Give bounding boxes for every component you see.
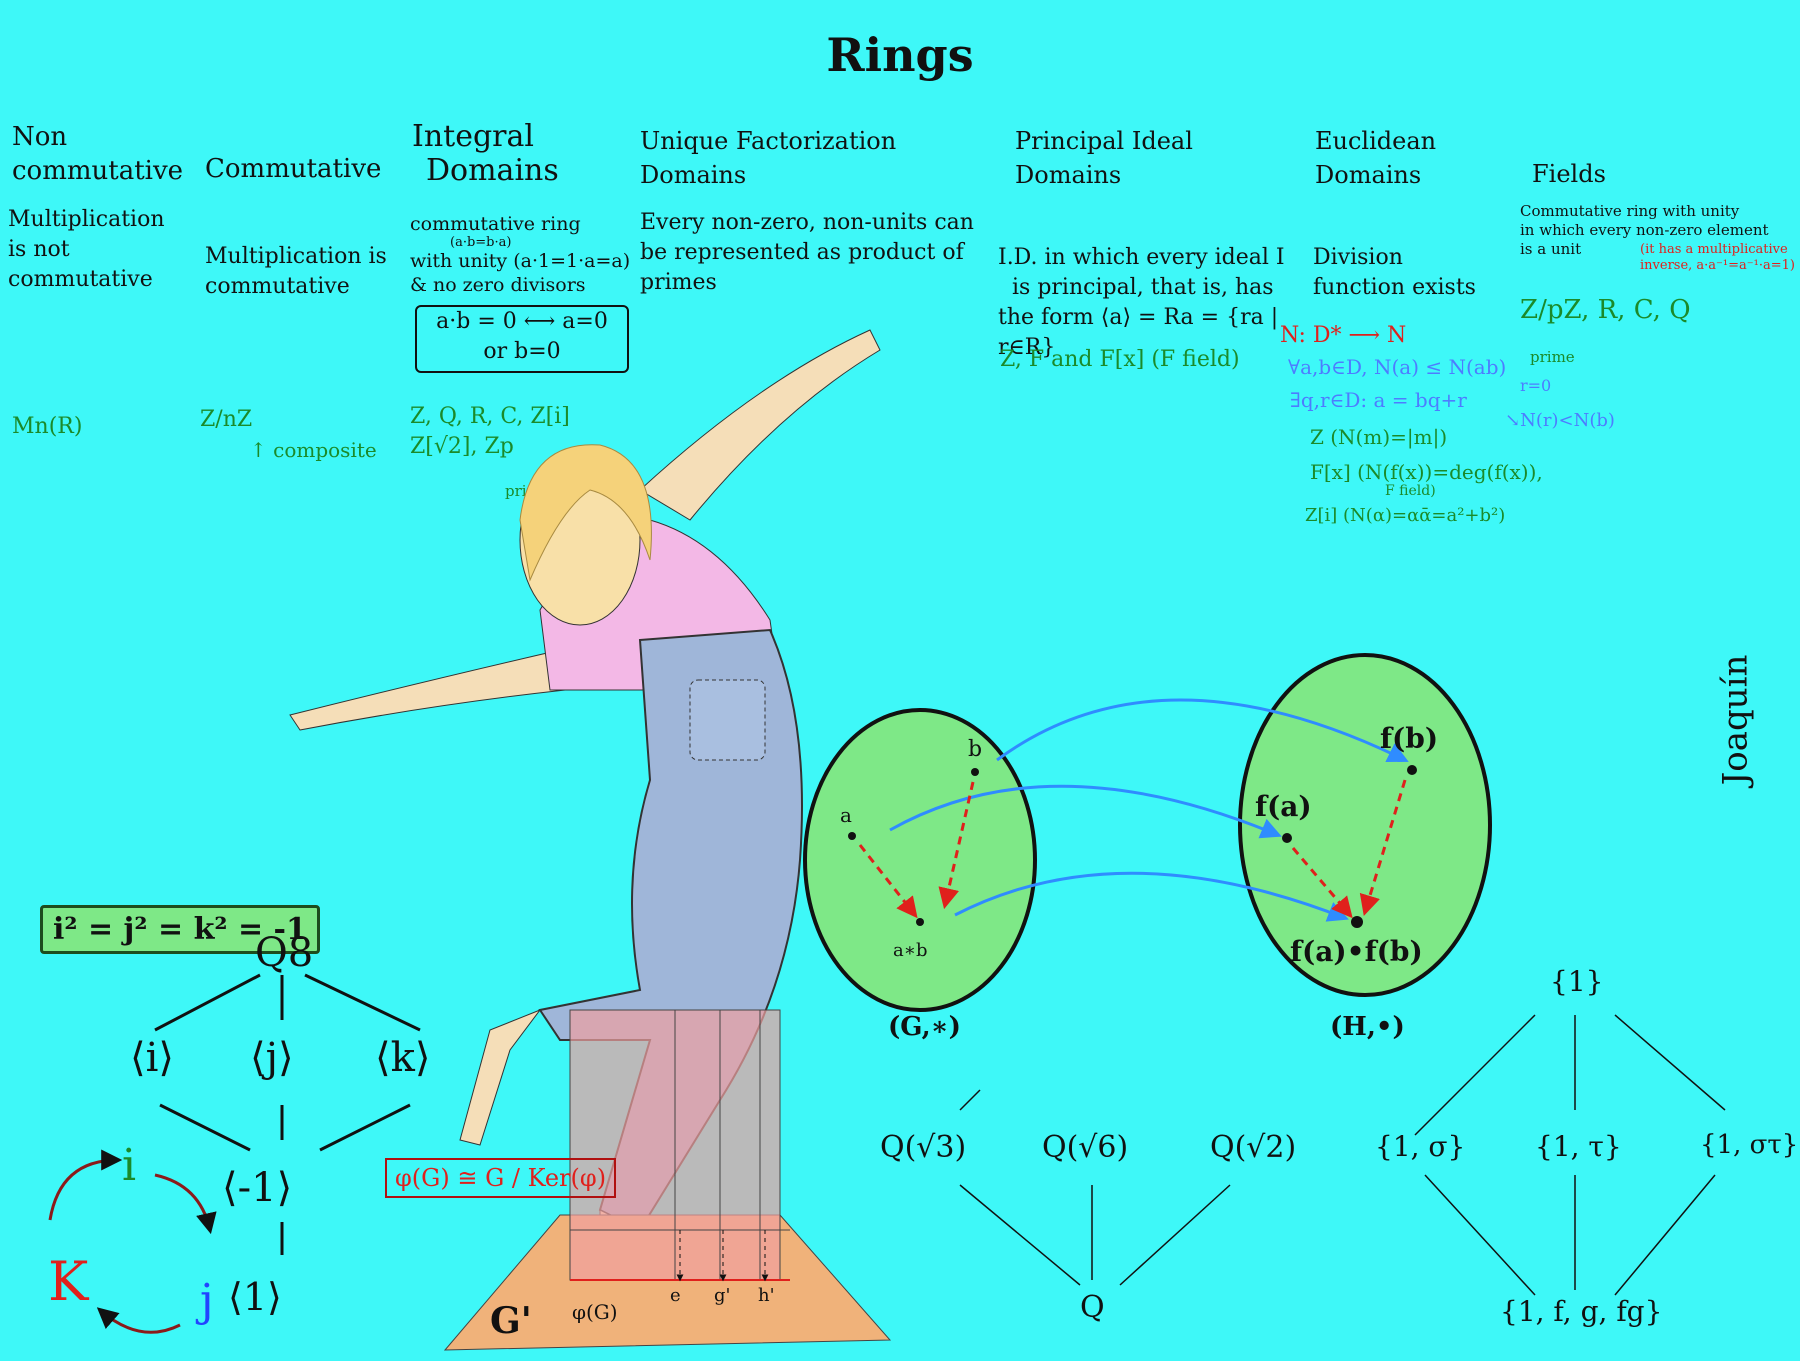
example-pid: Z, F and F[x] (F field) <box>1000 347 1240 372</box>
euclid-example-fx-note: F field) <box>1385 483 1436 499</box>
euclid-condition-4: ↘N(r)<N(b) <box>1505 410 1615 431</box>
subgroup-i: ⟨i⟩ <box>130 1035 175 1081</box>
label-group-g: (G,∗) <box>888 1012 961 1042</box>
euclid-example-fx: F[x] (N(f(x))=deg(f(x)), <box>1310 460 1543 484</box>
page-title: Rings <box>826 28 974 82</box>
euclid-condition-1: ∀a,b∈D, N(a) ≤ N(ab) <box>1288 355 1507 379</box>
quaternion-relation-box: i² = j² = k² = -1 <box>40 905 320 954</box>
group-klein: {1, f, g, fg} <box>1500 1295 1663 1328</box>
example-fields: Z/pZ, R, C, Q <box>1520 295 1691 325</box>
girl-illustration <box>289 329 881 1276</box>
quotient-illustration <box>443 1009 892 1351</box>
subgroup-1: ⟨1⟩ <box>228 1275 282 1319</box>
group-trivial: {1} <box>1550 965 1604 998</box>
label-fb: f(b) <box>1380 722 1439 755</box>
euclid-condition-3: r=0 <box>1520 376 1552 395</box>
label-phi-g: φ(G) <box>572 1300 618 1324</box>
set-h <box>1238 653 1492 997</box>
note-prime-fields: prime <box>1530 348 1575 366</box>
label-q8: Q8 <box>255 930 314 976</box>
label-fa-fb: f(a)•f(b) <box>1290 935 1423 968</box>
heading-fields: Fields <box>1532 160 1606 188</box>
label-group-h: (H,•) <box>1330 1012 1405 1042</box>
label-e: e <box>670 1285 681 1306</box>
cycle-i: i <box>122 1140 137 1191</box>
euclid-condition-2: ∃q,r∈D: a = bq+r <box>1290 388 1467 412</box>
group-sigma: {1, σ} <box>1375 1130 1466 1163</box>
set-g <box>803 708 1037 1012</box>
group-tau: {1, τ} <box>1535 1130 1622 1163</box>
group-sigma-tau: {1, στ} <box>1700 1130 1799 1160</box>
cycle-k: K <box>48 1250 89 1313</box>
subgroup-k: ⟨k⟩ <box>375 1035 431 1081</box>
label-fa: f(a) <box>1255 790 1312 823</box>
quaternion-lattice-lines <box>154 973 421 1255</box>
subgroup-j: ⟨j⟩ <box>250 1035 294 1081</box>
euclid-example-zi: Z[i] (N(α)=αᾱ=a²+b²) <box>1305 505 1506 526</box>
label-g-prime: G' <box>490 1300 532 1342</box>
first-isomorphism-box: φ(G) ≅ G / Ker(φ) <box>385 1158 617 1198</box>
field-q-sqrt3: Q(√3) <box>880 1130 967 1165</box>
signature: Joaquín <box>1715 654 1756 786</box>
cycle-j: j <box>200 1275 214 1326</box>
field-q-sqrt2: Q(√2) <box>1210 1130 1297 1165</box>
label-b: b <box>968 737 983 762</box>
field-q: Q <box>1080 1290 1105 1325</box>
heading-commutative: Commutative <box>205 154 382 184</box>
desc-integral-domains: commutative ring (a·b=b·a) with unity (a… <box>410 213 631 296</box>
euclid-example-z: Z (N(m)=|m|) <box>1310 425 1448 449</box>
subgroup-minus-1: ⟨-1⟩ <box>222 1165 293 1211</box>
field-lattice-lines <box>959 1014 1726 1296</box>
label-a: a <box>840 803 852 827</box>
example-noncommutative: Mn(R) <box>12 414 83 439</box>
label-a-star-b: a∗b <box>893 940 928 961</box>
example-commutative: Z/nZ <box>200 407 253 432</box>
example-integral-domains: Z, Q, R, C, Z[i]Z[√2], Zp <box>410 404 570 459</box>
note-composite: ↑ composite <box>250 438 377 462</box>
label-h: h' <box>758 1285 775 1306</box>
label-g: g' <box>714 1285 731 1306</box>
field-q-sqrt6: Q(√6) <box>1042 1130 1129 1165</box>
norm-function: N: D* ⟶ N <box>1280 323 1407 348</box>
